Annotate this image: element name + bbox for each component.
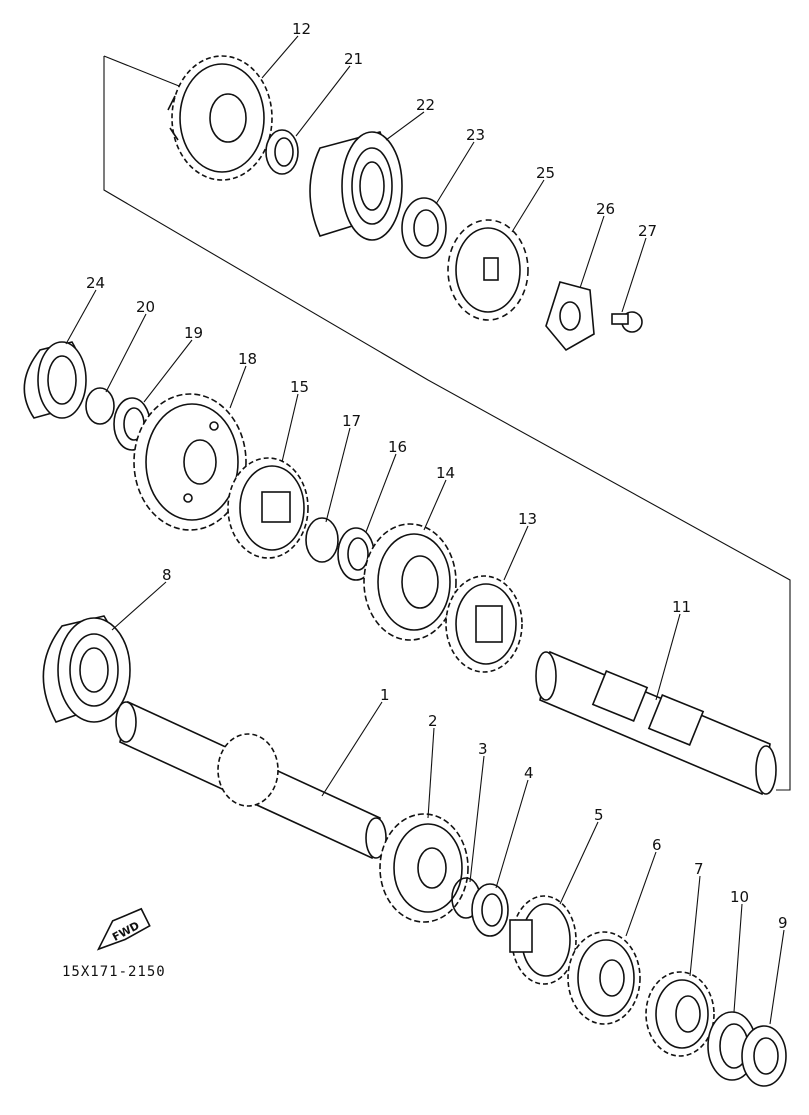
callout-3: 3 — [478, 740, 488, 758]
callout-5: 5 — [594, 806, 604, 824]
callout-9: 9 — [778, 914, 788, 932]
callout-22: 22 — [416, 96, 435, 114]
part-15-gear — [227, 457, 309, 559]
callout-6: 6 — [652, 836, 662, 854]
part-13-gear — [445, 575, 523, 673]
part-14-gear — [363, 523, 457, 641]
callout-numbers: 12 21 22 23 25 26 27 24 20 19 18 15 17 1… — [86, 20, 788, 932]
callout-12: 12 — [292, 20, 311, 38]
part-24-bearing — [23, 341, 87, 419]
part-2-gear — [379, 813, 469, 923]
part-18-gear — [133, 393, 247, 531]
part-25-drive-sprocket — [447, 219, 529, 321]
part-5-gear — [509, 895, 577, 985]
callout-14: 14 — [436, 464, 455, 482]
part-22-bearing — [309, 131, 403, 241]
callout-23: 23 — [466, 126, 485, 144]
leader-lines — [65, 35, 785, 1025]
fwd-arrow-icon: FWD — [96, 907, 151, 951]
part-21-washer — [265, 129, 299, 175]
part-17-circlip — [305, 517, 339, 563]
callout-18: 18 — [238, 350, 257, 368]
callout-16: 16 — [388, 438, 407, 456]
callout-11: 11 — [672, 598, 691, 616]
callout-8: 8 — [162, 566, 172, 584]
callout-20: 20 — [136, 298, 155, 316]
part-8-bearing — [42, 615, 131, 723]
part-20-circlip — [85, 387, 115, 425]
callout-25: 25 — [536, 164, 555, 182]
callout-17: 17 — [342, 412, 361, 430]
callout-2: 2 — [428, 712, 438, 730]
part-4-washer — [471, 883, 509, 937]
callout-19: 19 — [184, 324, 203, 342]
part-6-gear — [567, 931, 641, 1025]
part-11-drive-axle — [535, 650, 777, 796]
assembly-boundary-line — [103, 55, 791, 791]
callout-27: 27 — [638, 222, 657, 240]
callout-15: 15 — [290, 378, 309, 396]
callout-4: 4 — [524, 764, 534, 782]
part-9-oil-seal — [741, 1025, 787, 1087]
callout-10: 10 — [730, 888, 749, 906]
callout-1: 1 — [380, 686, 390, 704]
callout-7: 7 — [694, 860, 704, 878]
callout-26: 26 — [596, 200, 615, 218]
part-23-oil-seal — [401, 197, 447, 259]
part-27-bolt — [611, 311, 643, 333]
part-12-gear — [167, 55, 273, 181]
part-26-lock-washer — [545, 281, 595, 352]
callout-13: 13 — [518, 510, 537, 528]
part-1-main-axle — [115, 700, 387, 860]
part-7-gear — [645, 971, 715, 1057]
callout-21: 21 — [344, 50, 363, 68]
callout-24: 24 — [86, 274, 105, 292]
part-code: 15X171-2150 — [62, 964, 166, 980]
